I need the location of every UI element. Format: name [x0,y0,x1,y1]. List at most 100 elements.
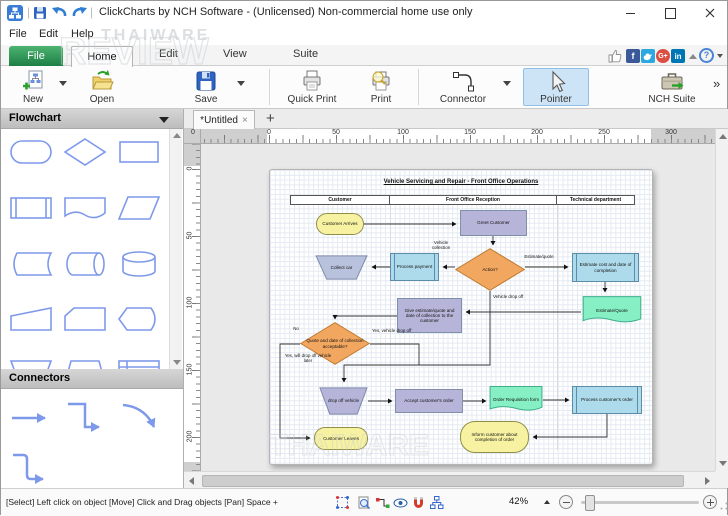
node-give-estimate[interactable]: Give estimate/quote and date of collecti… [397,298,462,333]
flowchart-panel-header[interactable]: Flowchart [1,109,183,129]
connectors-panel-header[interactable]: Connectors [1,369,183,389]
visibility-icon[interactable] [393,495,408,510]
menu-help[interactable]: Help [71,28,94,40]
node-estimate-cost[interactable]: Estimate cost and date of completion [572,253,639,282]
new-button[interactable]: New [11,68,55,105]
scrollbar-handle[interactable] [202,475,684,487]
document-tab-close-icon[interactable]: × [241,114,248,126]
scroll-up-icon[interactable] [719,134,727,139]
minimize-button[interactable] [615,1,645,25]
connector-step[interactable] [63,399,113,437]
node-action-decision[interactable]: Action? [455,248,525,291]
connector-dropdown-icon[interactable] [503,81,511,86]
nch-suite-button[interactable]: NCH Suite [641,68,703,105]
zoom-level[interactable]: 42% [509,496,529,507]
auto-route-icon[interactable] [375,495,390,510]
googleplus-icon[interactable]: G+ [656,49,670,63]
new-document-tab-button[interactable]: + [266,110,275,127]
flowchart-title[interactable]: Vehicle Servicing and Repair - Front Off… [383,179,539,185]
shape-manual-input[interactable] [9,304,53,334]
connector-button[interactable]: Connector [431,68,495,105]
node-customer-leaves[interactable]: Customer Leaves [314,427,368,450]
shape-direct-access-storage[interactable] [63,249,107,279]
node-accept-order[interactable]: Accept customer's order [395,389,463,413]
collapse-ribbon-icon[interactable] [689,54,697,59]
tab-edit[interactable]: Edit [159,48,178,60]
undo-icon[interactable] [51,5,68,20]
resize-grip[interactable] [720,502,728,510]
flowchart-page[interactable]: Vehicle Servicing and Repair - Front Off… [269,169,653,465]
menu-edit[interactable]: Edit [39,28,58,40]
like-icon[interactable] [608,49,623,63]
scroll-up-icon[interactable] [173,133,181,138]
new-dropdown-icon[interactable] [59,81,67,86]
shape-internal-storage[interactable] [117,357,161,369]
lane-technical[interactable]: Technical department [557,195,635,205]
shape-display[interactable] [117,304,161,334]
menu-file[interactable]: File [9,28,27,40]
connector-curved[interactable] [119,399,169,437]
snap-magnet-icon[interactable] [411,495,426,510]
print-button[interactable]: Print [357,68,405,105]
facebook-icon[interactable]: f [626,49,640,63]
node-quote-acceptable-decision[interactable]: Quote and date of collection acceptable? [300,322,370,365]
scroll-right-icon[interactable] [705,477,710,485]
auto-layout-icon[interactable] [429,495,444,510]
toolbar-overflow[interactable]: » [713,76,721,91]
node-collect-car[interactable]: Collect car [315,255,368,280]
shape-database[interactable] [117,249,161,279]
maximize-button[interactable] [655,1,685,25]
zoom-slider-handle[interactable] [585,495,595,511]
panel-collapse-icon[interactable] [159,117,169,123]
shape-terminator[interactable] [9,137,53,167]
save-icon[interactable] [33,6,47,20]
linkedin-icon[interactable]: in [671,49,685,63]
shape-predefined-process[interactable] [9,193,53,223]
scroll-left-icon[interactable] [189,477,194,485]
tab-view[interactable]: View [223,48,247,60]
palette-scrollbar[interactable] [169,129,182,369]
node-customer-arrives[interactable]: Customer Arrives [316,213,364,235]
tab-file[interactable]: File [9,46,63,66]
quick-print-button[interactable]: Quick Print [281,68,343,105]
tab-suite[interactable]: Suite [293,48,319,60]
zoom-menu-icon[interactable] [544,500,550,504]
shape-decision[interactable] [63,137,107,167]
node-greet-customer[interactable]: Greet Customer [460,210,527,236]
lane-customer[interactable]: Customer [290,195,390,205]
horizontal-scrollbar[interactable] [184,471,715,488]
zoom-in-button[interactable] [703,495,717,509]
help-icon[interactable]: ? [699,48,714,63]
vertical-scrollbar[interactable] [715,129,728,471]
node-process-order[interactable]: Process customer's order [572,386,642,414]
select-mode-icon[interactable] [335,495,350,510]
node-order-requisition[interactable]: Order Requisition form [489,386,543,414]
shape-data[interactable] [117,193,161,223]
redo-icon[interactable] [71,5,88,20]
shape-process[interactable] [117,137,161,167]
close-button[interactable] [695,1,725,25]
lane-front-office[interactable]: Front Office Reception [390,195,557,205]
shape-document[interactable] [63,193,107,223]
save-dropdown-icon[interactable] [237,81,245,86]
shape-stored-data[interactable] [9,249,53,279]
twitter-icon[interactable] [641,49,655,63]
shape-manual-operation[interactable] [9,357,53,369]
open-button[interactable]: Open [79,68,125,105]
shape-preparation[interactable] [63,357,107,369]
document-tab-untitled[interactable]: *Untitled × [193,110,255,129]
node-estimate-quote[interactable]: Estimate/Quote [582,296,642,326]
node-process-payment[interactable]: Process payment [390,253,439,281]
tab-home[interactable]: Home [71,46,133,67]
zoom-slider-track[interactable] [581,501,699,504]
shape-card[interactable] [63,304,107,334]
connector-rounded-step[interactable] [9,451,59,489]
connector-straight[interactable] [9,399,59,437]
zoom-out-button[interactable] [559,495,573,509]
save-button[interactable]: Save [183,68,229,105]
help-dropdown-icon[interactable] [717,54,723,58]
zoom-to-fit-icon[interactable] [356,495,371,510]
scroll-down-icon[interactable] [719,461,727,466]
node-inform-customer[interactable]: Inform customer about completion of orde… [460,421,529,453]
node-drop-off-vehicle[interactable]: drop off vehicle [319,387,368,415]
